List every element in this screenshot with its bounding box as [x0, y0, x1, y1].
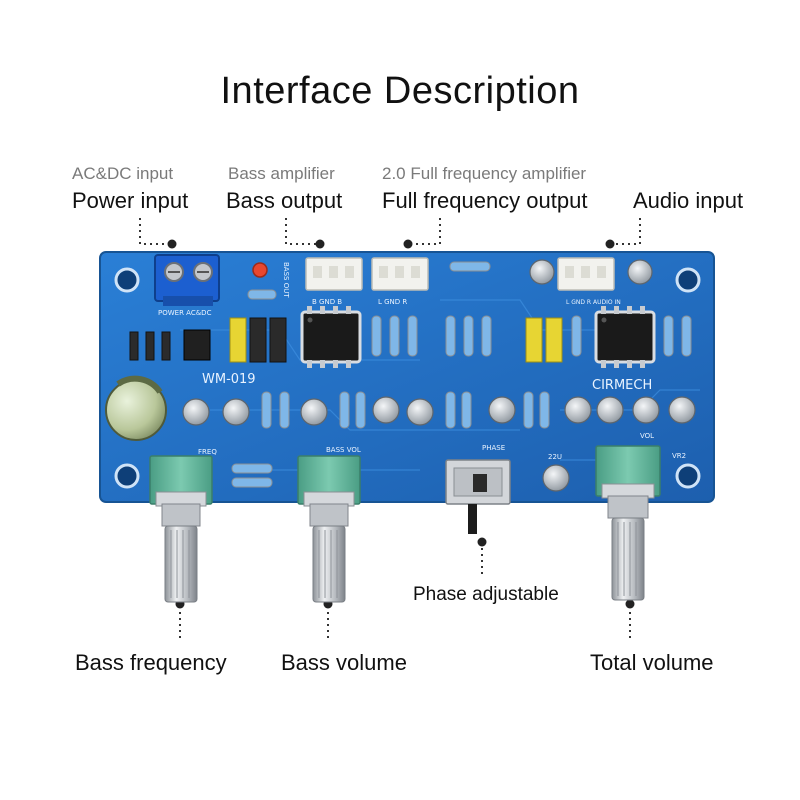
- bass-output-subtitle: Bass amplifier: [228, 164, 335, 183]
- bass-volume-label: Bass volume: [281, 650, 407, 675]
- silk-vr2: VR2: [672, 452, 686, 460]
- phase-switch[interactable]: [445, 459, 511, 534]
- silk-b-gnd-b: B GND B: [312, 298, 342, 306]
- total-volume-label: Total volume: [590, 650, 714, 675]
- leader-dot-power: [167, 239, 177, 249]
- silk-power: POWER AC&DC: [158, 309, 212, 317]
- audio-input-connector: [557, 257, 615, 291]
- bass-output-label: Bass output: [226, 188, 343, 213]
- pcb-board: [99, 251, 715, 503]
- leader-dot-full-out: [403, 239, 413, 249]
- silk-vol: VOL: [640, 432, 654, 440]
- bass-frequency-knob[interactable]: [149, 455, 213, 603]
- op-amp-chip-right: [594, 306, 656, 368]
- board-brand: CIRMECH: [592, 378, 652, 393]
- bass-output-connector: [305, 257, 363, 291]
- leader-audio-in: [610, 218, 641, 245]
- silk-l-gnd-r: L GND R: [378, 298, 407, 306]
- silk-bass-out: BASS OUT: [282, 262, 290, 298]
- leader-dot-bass-out: [315, 239, 325, 249]
- total-volume-knob[interactable]: [595, 445, 661, 601]
- film-capacitors: [229, 317, 563, 363]
- full-frequency-subtitle: 2.0 Full frequency amplifier: [382, 164, 587, 183]
- leader-dot-phase: [477, 537, 487, 547]
- main-filter-capacitor: [105, 375, 167, 441]
- resistors: [231, 261, 692, 488]
- power-led: [252, 262, 268, 278]
- page-title: Interface Description: [220, 70, 580, 112]
- silk-bass-vol: BASS VOL: [326, 446, 361, 454]
- leader-full-out: [408, 218, 441, 245]
- op-amp-chip-left: [300, 306, 362, 368]
- board-model: WM-019: [202, 372, 256, 387]
- power-input-subtitle: AC&DC input: [72, 164, 174, 183]
- silk-22u: 22U: [548, 453, 562, 461]
- power-terminal: [154, 254, 220, 306]
- bass-volume-knob[interactable]: [297, 455, 361, 603]
- audio-input-label: Audio input: [633, 188, 744, 213]
- full-frequency-output-connector: [371, 257, 429, 291]
- silk-freq: FREQ: [198, 448, 217, 456]
- silk-phase: PHASE: [482, 444, 505, 452]
- regulator-chip: [183, 329, 211, 361]
- silk-audio-in: L GND R AUDIO IN: [566, 299, 621, 306]
- full-frequency-output-label: Full frequency output: [382, 188, 588, 213]
- leader-power: [139, 218, 172, 245]
- phase-adjustable-label: Phase adjustable: [413, 584, 559, 605]
- callout-leaders: [139, 218, 641, 640]
- leader-bass-out: [285, 218, 320, 245]
- mounting-holes: [114, 267, 701, 489]
- diodes: [129, 331, 171, 361]
- bass-frequency-label: Bass frequency: [75, 650, 227, 675]
- leader-dot-audio-in: [605, 239, 615, 249]
- power-input-label: Power input: [72, 188, 189, 213]
- electrolytic-capacitors: [182, 259, 696, 492]
- leader-dot-total-vol: [625, 599, 635, 609]
